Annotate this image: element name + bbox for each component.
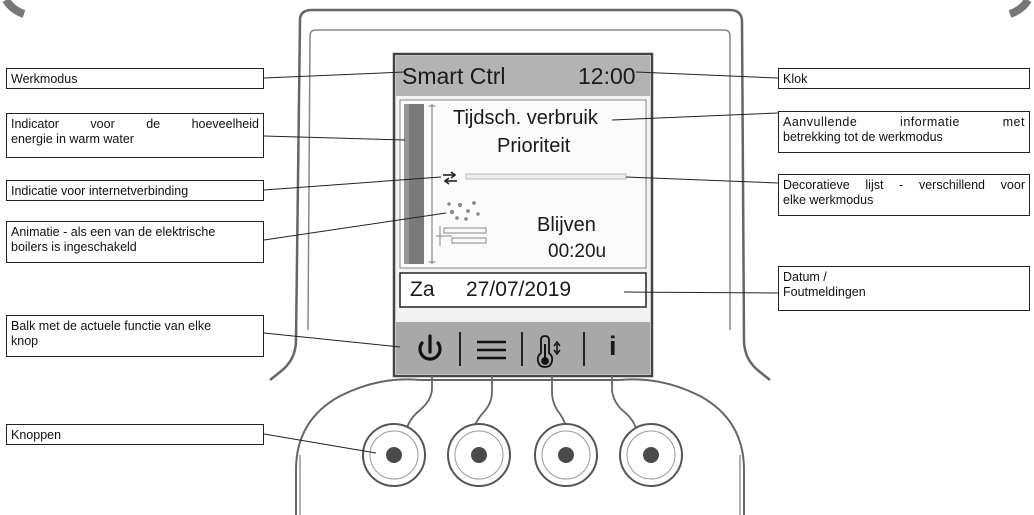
callout-function-bar: Balk met de actuele functie van elke kno… [6,315,264,357]
knob-button-3[interactable] [535,424,597,486]
callout-extra-info: Aanvullende informatie met betrekking to… [778,111,1030,153]
callout-knoppen: Knoppen [6,424,264,445]
info-line-1: Tijdsch. verbruik [453,107,598,130]
energy-gauge-highlight [404,104,409,264]
clock-display: 12:00 [578,63,636,90]
callout-extra-line1: Aanvullende informatie met [783,115,1025,130]
callout-werkmodus: Werkmodus [6,68,264,89]
stay-time: 00:20u [548,241,606,263]
callout-datum-line2: Foutmeldingen [783,285,1025,300]
callout-energy-line1: Indicator voor de hoeveelheid [11,117,259,132]
callout-balk-line1: Balk met de actuele functie van elke [11,319,259,334]
callout-datum: Datum / Foutmeldingen [778,266,1030,311]
corner-arc-right [1010,0,1028,14]
callout-decor-line1: Decoratieve lijst - verschillend voor [783,178,1025,193]
knob-button-4[interactable] [620,424,682,486]
button-connectors [405,376,638,440]
callout-extra-line2: betrekking tot de werkmodus [783,130,1025,145]
knob-button-1[interactable] [363,424,425,486]
callout-internet-text: Indicatie voor internetverbinding [11,184,259,199]
callout-werkmodus-text: Werkmodus [11,72,259,87]
callout-decorative: Decoratieve lijst - verschillend voor el… [778,174,1030,216]
date-value: 27/07/2019 [466,278,571,302]
date-day: Za [410,278,435,302]
decorative-line [466,174,626,179]
stay-label: Blijven [537,214,596,237]
callout-energy-line2: energie in warm water [11,132,259,147]
info-line-2: Prioriteit [497,135,570,158]
callout-animation: Animatie - als een van de elektrische bo… [6,221,264,263]
leader-klok [636,72,778,78]
callout-animation-line2: boilers is ingeschakeld [11,240,259,255]
corner-arc-left [6,0,24,14]
callout-datum-line1: Datum / [783,270,1025,285]
knob-button-2[interactable] [448,424,510,486]
leader-werkmodus [264,72,404,78]
callout-knoppen-text: Knoppen [11,428,259,443]
callout-energy-indicator: Indicator voor de hoeveelheid energie in… [6,113,264,158]
mode-label: Smart Ctrl [402,63,506,90]
leader-energy [264,136,405,140]
callout-klok-text: Klok [783,72,1025,87]
callout-klok: Klok [778,68,1030,89]
leader-knoppen [264,434,376,453]
callout-balk-line2: knop [11,334,259,349]
callout-animation-line1: Animatie - als een van de elektrische [11,225,259,240]
callout-internet: Indicatie voor internetverbinding [6,180,264,201]
callout-decor-line2: elke werkmodus [783,193,1025,208]
leader-balk [264,333,400,347]
info-icon: i [609,331,617,362]
